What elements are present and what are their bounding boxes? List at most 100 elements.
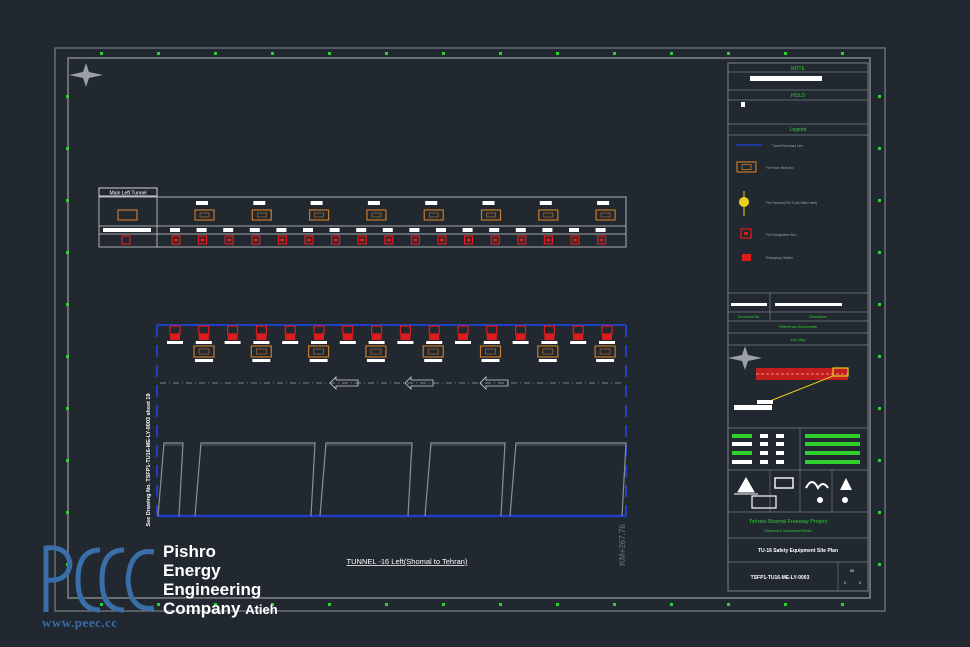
emergency-box-icon [284,325,296,335]
legend-hose-reel-inner [741,164,752,170]
border-tick [670,603,673,606]
hose-label-block [252,359,271,362]
upper-label-block [489,228,500,232]
border-tick [385,52,388,55]
legend-hydrant-icon [739,197,749,207]
border-tick [442,603,445,606]
rev-cell [732,442,752,446]
title-block: NOTE HOLD Legend Tunnel Boundary Line Fi… [727,62,869,592]
section-label-box [98,187,158,197]
upper-label-block [276,228,287,232]
border-tick [66,511,69,514]
station-label-block [339,341,356,344]
hose-reel-box-icon [117,209,138,221]
description-label: Description [809,315,827,319]
border-tick [878,511,881,514]
hose-reel-inner [198,348,210,355]
legend-item-3: Fire Hydrant (Fire Truck Water Inlet) [766,201,817,205]
border-tick [878,459,881,462]
traffic-arrow-icon [329,376,359,390]
tunnel-plan: See Drawing No. TSFP1-TU16-ME-LY-0003 sh… [146,324,627,566]
key-map [734,367,849,410]
emergency-box-icon [384,235,394,245]
station-label-block [368,341,385,344]
border-tick [878,563,881,566]
rev-cell [760,460,768,464]
emergency-box-icon [224,235,234,245]
emergency-box-icon [601,325,613,335]
emergency-box-icon [121,235,131,245]
upper-label-block [515,228,526,232]
upper-label-block [253,201,266,205]
hose-reel-box-icon [538,209,559,221]
tunnel-bay-outline [194,442,316,517]
note-text-block [750,76,822,81]
tunnel-bay-outline [509,442,627,517]
hose-reel-inner [255,348,267,355]
brand-line-3: Engineering [163,580,262,599]
station-label-block [599,341,615,344]
upper-label-block [539,201,552,205]
client-logo-3-icon [805,481,829,491]
emergency-box-icon [171,235,181,245]
emergency-station-icon [486,334,497,340]
border-tick [100,52,103,55]
upper-label-block [382,228,393,232]
hose-reel-box-icon [595,209,616,221]
project-subtitle: Electrical & Mechanical Works [764,529,811,533]
peec-small-logo-icon [751,495,777,509]
hose-reel-inner [428,212,439,218]
legend-emergency-box-icon [740,228,752,239]
station-label-block [483,341,500,344]
emergency-box-inner [253,238,258,242]
upper-label-block [196,228,207,232]
upper-label-block [569,228,579,232]
emergency-box-icon [517,235,527,245]
emergency-box-inner [519,238,524,242]
emergency-station-icon [371,334,382,340]
emergency-box-inner [333,238,338,242]
emergency-station-icon [515,334,526,340]
hose-reel-inner [427,348,439,355]
border-tick [271,52,274,55]
client-logos [734,470,852,512]
traffic-arrow-icon [404,376,434,390]
border-tick [727,603,730,606]
emergency-box-icon [255,325,267,335]
hold-header: HOLD [791,93,805,99]
reference-label: Reference Documents [779,325,817,329]
legend-hose-reel-box-icon [736,161,757,173]
emergency-station-icon [342,334,353,340]
border-tick [442,52,445,55]
hose-reel-box-icon [308,345,330,358]
emergency-box-icon [304,235,314,245]
emergency-box-icon [490,235,500,245]
upper-label-block [482,201,495,205]
upper-label-block [249,228,260,232]
rev-cell [805,460,860,464]
emergency-box-inner [174,238,178,242]
upper-label-block [310,201,323,205]
border-tick [727,52,730,55]
border-tick [878,355,881,358]
hose-reel-inner [600,212,611,218]
emergency-box-icon [514,325,527,335]
brand-url[interactable]: www.peec.cc [42,615,118,630]
border-tick [499,52,502,55]
emergency-station-icon [400,334,411,340]
hose-label-block [424,359,443,362]
key-map-label: Key Map [791,338,806,342]
emergency-station-icon [285,334,296,340]
sheet-count: 1 [859,580,862,585]
border-tick [66,407,69,410]
doc-text-block [731,303,767,306]
hose-reel-box-icon [480,209,502,221]
border-tick [556,52,559,55]
emergency-box-inner [573,238,577,242]
hose-reel-box-icon [251,209,272,221]
rev-cell [805,434,860,438]
upper-label-block [103,228,151,232]
hose-reel-box-icon [250,345,272,358]
emergency-box-icon [331,235,341,245]
